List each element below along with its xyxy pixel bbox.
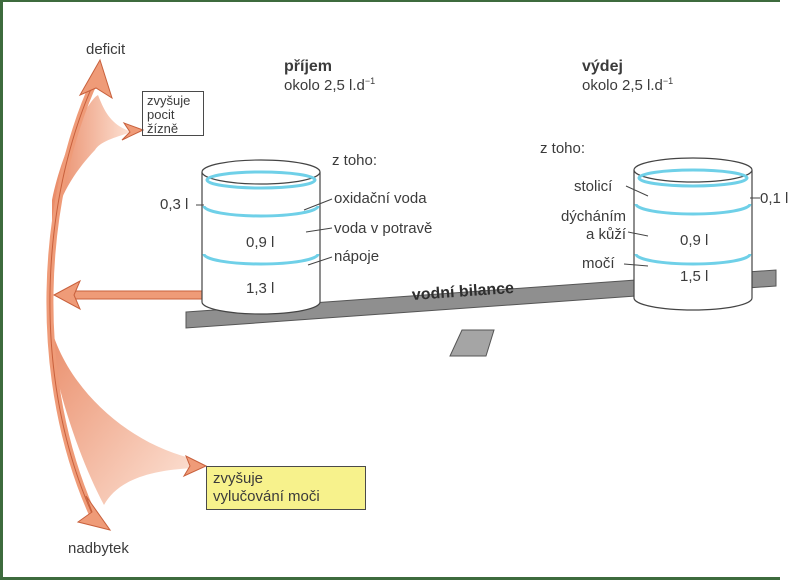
urine-pointer-arrow <box>182 454 208 478</box>
balance-board <box>185 269 777 329</box>
intake-of-which: z toho: <box>332 152 378 169</box>
thirst-box-line: pocit <box>147 107 175 122</box>
output-item-label: a kůží <box>585 226 626 243</box>
frame-left-border <box>0 0 3 580</box>
intake-amount: okolo 2,5 l.d−1 <box>284 76 376 96</box>
intake-title: příjem <box>284 58 333 75</box>
output-item-value: 0,1 l <box>760 190 788 207</box>
frame-bottom-border <box>0 577 780 580</box>
leader-line-oxidation <box>303 198 333 211</box>
balance-fulcrum <box>449 329 495 357</box>
intake-cylinder <box>201 159 321 315</box>
thirst-box-line: zvyšuje <box>147 93 191 108</box>
thirst-fan-shape <box>52 95 132 225</box>
leader-line-urine <box>623 263 649 267</box>
deficit-label: deficit <box>86 41 126 58</box>
output-of-which: z toho: <box>540 140 586 157</box>
urine-box-line: vylučování moči <box>213 488 320 505</box>
intake-item-label: voda v potravě <box>334 220 433 237</box>
intake-item-label: nápoje <box>334 248 380 265</box>
output-item-label: stolicí <box>574 178 613 195</box>
intake-amount-exponent: −1 <box>364 76 376 86</box>
urine-fan-shape <box>48 315 196 505</box>
thirst-box: zvyšuje pocit žízně <box>142 91 204 136</box>
surplus-label: nadbytek <box>68 540 129 557</box>
output-item-label: močí <box>582 255 615 272</box>
thirst-pointer-arrow <box>121 122 145 141</box>
urine-box-line: zvyšuje <box>213 470 264 487</box>
surplus-arrowhead <box>76 495 112 531</box>
intake-item-value: 0,9 l <box>246 234 275 251</box>
thirst-box-line: žízně <box>147 121 179 136</box>
frame-top-border <box>0 0 780 2</box>
leader-line-stool <box>625 185 649 197</box>
output-amount: okolo 2,5 l.d−1 <box>582 76 674 96</box>
leader-line-breath <box>627 231 649 237</box>
output-amount-exponent: −1 <box>662 76 674 86</box>
output-item-value: 1,5 l <box>680 268 709 285</box>
intake-item-value: 0,3 l <box>160 196 189 213</box>
leader-line-food-water <box>305 227 333 233</box>
urine-box: zvyšuje vylučování moči <box>206 466 366 510</box>
deficit-arrowhead <box>78 58 113 100</box>
intake-item-label: oxidační voda <box>334 190 427 207</box>
balance-pointer-shaft <box>71 290 207 300</box>
output-title: výdej <box>582 58 623 75</box>
deficit-curve-outline <box>49 79 96 521</box>
output-cylinder <box>633 157 753 311</box>
intake-item-value: 1,3 l <box>246 280 275 297</box>
balance-pointer-head <box>52 279 82 311</box>
leader-line-drinks <box>307 256 333 266</box>
output-item-value: 0,9 l <box>680 232 709 249</box>
intake-amount-text: okolo 2,5 l.d <box>284 77 365 94</box>
output-item-label: dýcháním <box>560 208 626 225</box>
output-amount-text: okolo 2,5 l.d <box>582 77 663 94</box>
